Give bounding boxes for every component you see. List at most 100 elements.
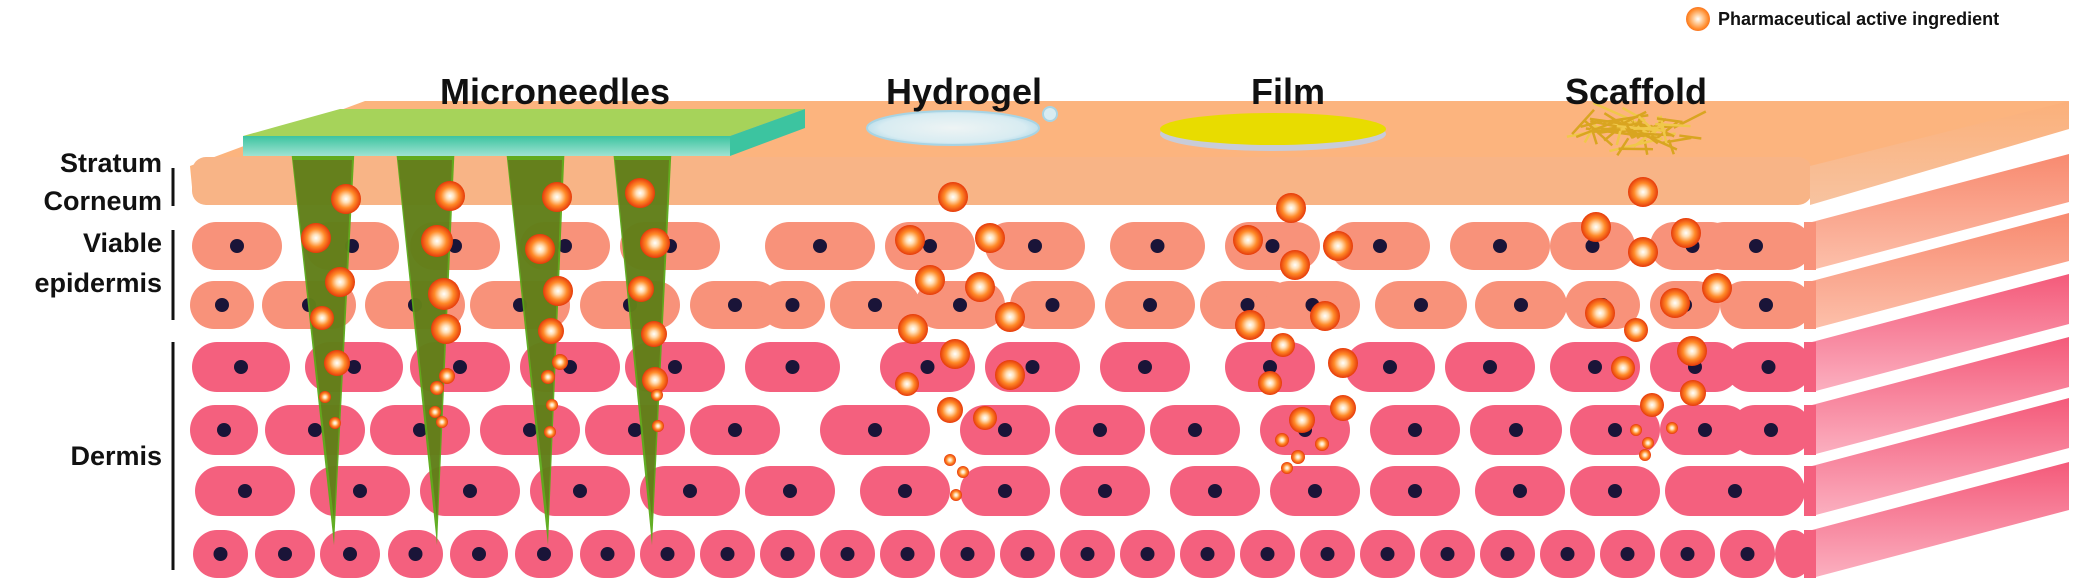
label-microneedles: Microneedles [440, 71, 670, 112]
drug-particle [1666, 422, 1678, 434]
skin-cell [1180, 530, 1235, 578]
cell-nucleus [308, 423, 322, 437]
skin-cell [690, 281, 780, 329]
scaffold-patch [1566, 101, 1707, 156]
drug-particle [1271, 333, 1295, 357]
cell-nucleus [1414, 298, 1428, 312]
label-viable-epidermis-line1: Viable [83, 228, 162, 258]
cell-nucleus [1080, 547, 1095, 561]
layer-edge [1804, 405, 1816, 455]
skin-cell [190, 281, 254, 329]
cell-nucleus [783, 484, 797, 498]
drug-particle [651, 389, 663, 401]
drug-particle [950, 489, 962, 501]
drug-particle [944, 454, 956, 466]
skin-cell [1010, 281, 1095, 329]
skin-cell [820, 405, 930, 455]
skin-cell [1300, 530, 1355, 578]
drug-particle [325, 267, 355, 297]
cell-nucleus [1493, 239, 1507, 253]
skin-cell [960, 405, 1050, 455]
drug-particle [1642, 437, 1654, 449]
label-dermis: Dermis [70, 441, 162, 471]
drug-particle-icon [1686, 7, 1710, 31]
skin-cell [193, 530, 248, 578]
skin-cell [1270, 466, 1360, 516]
cell-nucleus [1373, 239, 1387, 253]
cell-nucleus [1200, 547, 1215, 561]
layer-edge [1804, 222, 1816, 270]
film-patch [1160, 113, 1386, 151]
drug-particle [1611, 356, 1635, 380]
cell-nucleus [573, 484, 587, 498]
drug-particle [329, 417, 341, 429]
cell-nucleus [1560, 547, 1575, 561]
cell-nucleus [1028, 239, 1042, 253]
layer-labels: Stratum Corneum Viable epidermis Dermis [34, 148, 175, 570]
drug-particle [1585, 298, 1615, 328]
skin-cell [320, 530, 380, 578]
patch-top [243, 109, 805, 136]
layer-edge [1804, 530, 1816, 578]
cell-nucleus [1440, 547, 1455, 561]
skin-cell [985, 222, 1085, 270]
skin-cell [1000, 530, 1055, 578]
drug-particle [310, 306, 334, 330]
scaffold-fiber [1628, 118, 1645, 132]
cell-nucleus [1698, 423, 1712, 437]
label-hydrogel: Hydrogel [886, 71, 1042, 112]
skin-cell [1105, 281, 1195, 329]
cell-nucleus [728, 423, 742, 437]
drug-particle [429, 406, 441, 418]
skin-cell [1480, 530, 1535, 578]
drug-particle [995, 360, 1025, 390]
cell-nucleus [785, 298, 800, 312]
skin-cell [515, 530, 573, 578]
cell-nucleus [1260, 547, 1275, 561]
drug-particle [1581, 212, 1611, 242]
skin-cell [1375, 281, 1467, 329]
cell-nucleus [683, 484, 697, 498]
skin-cell [765, 222, 875, 270]
label-film: Film [1251, 71, 1325, 112]
drug-particle [957, 466, 969, 478]
cell-nucleus [278, 547, 292, 561]
skin-cell [1420, 530, 1475, 578]
drug-particle [1258, 371, 1282, 395]
drug-particle [546, 399, 558, 411]
skin-cell [480, 405, 580, 455]
scaffold-fiber [1575, 118, 1622, 139]
drug-particle [915, 265, 945, 295]
drug-particle [1281, 462, 1293, 474]
skin-cell [1110, 222, 1205, 270]
skin-cell [1225, 342, 1315, 392]
skin-cell [1240, 530, 1295, 578]
cell-nucleus [898, 484, 912, 498]
skin-cell [1660, 405, 1750, 455]
cell-nucleus [230, 239, 244, 253]
skin-cell [255, 530, 315, 578]
skin-cell [580, 530, 635, 578]
cell-nucleus [1513, 484, 1527, 498]
cell-nucleus [1320, 547, 1335, 561]
cell-nucleus [1680, 547, 1695, 561]
skin-cell [940, 530, 995, 578]
skin-cell [1570, 405, 1660, 455]
skin-cell [640, 530, 695, 578]
patch-front [243, 136, 731, 156]
drug-particle [331, 184, 361, 214]
cell-nucleus [523, 423, 537, 437]
cell-nucleus [780, 547, 795, 561]
layer-side-face [1812, 154, 2069, 270]
layer-side-face [1812, 274, 2069, 392]
drug-particle [1671, 218, 1701, 248]
skin-cell [190, 405, 258, 455]
skin-cell [820, 530, 875, 578]
skin-cell [1540, 530, 1595, 578]
skin-cell [1720, 530, 1775, 578]
layer-edge [1804, 342, 1816, 392]
scaffold-fiber [1616, 124, 1666, 133]
scaffold-fiber [1655, 122, 1691, 128]
cell-nucleus [217, 423, 231, 437]
cell-nucleus [1500, 547, 1515, 561]
